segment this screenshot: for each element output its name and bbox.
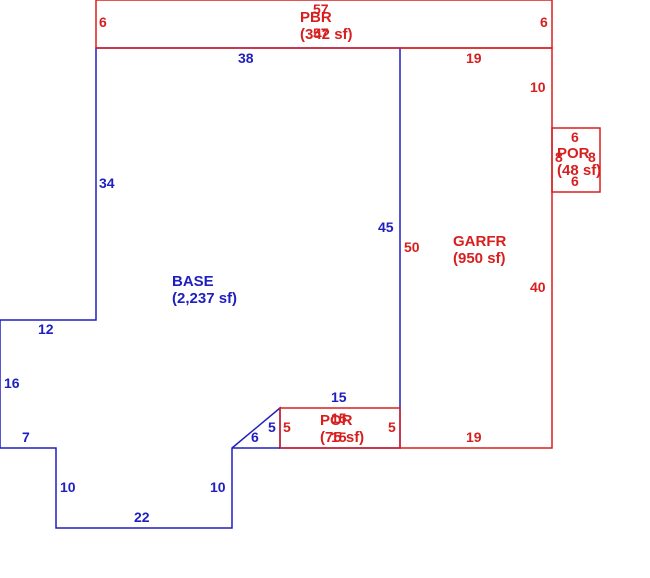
porch-top-outline xyxy=(95,0,553,49)
dim-base-bottom: 22 xyxy=(134,509,150,525)
dim-base-right: 45 xyxy=(378,219,394,235)
dim-base-por-top: 15 xyxy=(331,389,347,405)
dim-base-step-right: 6 xyxy=(251,429,259,445)
porch-top-size: (342 sf) xyxy=(300,26,353,43)
dim-gar-top: 19 xyxy=(466,50,482,66)
dim-por-right-top: 6 xyxy=(571,129,579,145)
dim-base-notch-left: 10 xyxy=(60,479,76,495)
porch-bottom-outline xyxy=(279,407,401,449)
dim-base-top: 38 xyxy=(238,50,254,66)
dim-por-right-right: 8 xyxy=(588,149,596,165)
garage-name: GARFR xyxy=(453,233,506,250)
dim-base-step-left: 7 xyxy=(22,429,30,445)
dim-por-right-left: 8 xyxy=(555,149,563,165)
dim-pbr-left: 6 xyxy=(99,14,107,30)
dim-base-por-side: 5 xyxy=(268,419,276,435)
porch-top-overlap-b: 57 xyxy=(313,25,329,41)
base-name: BASE xyxy=(172,273,214,290)
dim-pbr-right: 6 xyxy=(540,14,548,30)
dim-por-bottom-bottom: 15 xyxy=(331,429,347,445)
dim-base-notch-right: 10 xyxy=(210,479,226,495)
dim-base-step-top: 12 xyxy=(38,321,54,337)
dim-base-left-upper: 34 xyxy=(99,175,115,191)
dim-gar-left: 50 xyxy=(404,239,420,255)
dim-base-left-lower: 16 xyxy=(4,375,20,391)
dim-gar-right-upper: 10 xyxy=(530,79,546,95)
porch-top-name: PBR xyxy=(300,9,332,26)
porch-right-size: (48 sf) xyxy=(557,162,601,179)
base-size: (2,237 sf) xyxy=(172,290,237,307)
garage-size: (950 sf) xyxy=(453,250,506,267)
dim-gar-right-lower: 40 xyxy=(530,279,546,295)
porch-right-name: POR xyxy=(557,145,590,162)
porch-right-outline xyxy=(551,127,601,193)
porch-top-overlap-a: 57 xyxy=(313,1,329,17)
porch-bottom-size: (75 sf) xyxy=(320,429,364,446)
dim-por-bottom-right: 5 xyxy=(388,419,396,435)
dim-gar-bottom: 19 xyxy=(466,429,482,445)
dim-por-right-bottom: 6 xyxy=(571,173,579,189)
porch-bottom-overlap-a: 15 xyxy=(331,410,347,426)
porch-bottom-name: POR xyxy=(320,412,353,429)
dim-por-bottom-left: 5 xyxy=(283,419,291,435)
